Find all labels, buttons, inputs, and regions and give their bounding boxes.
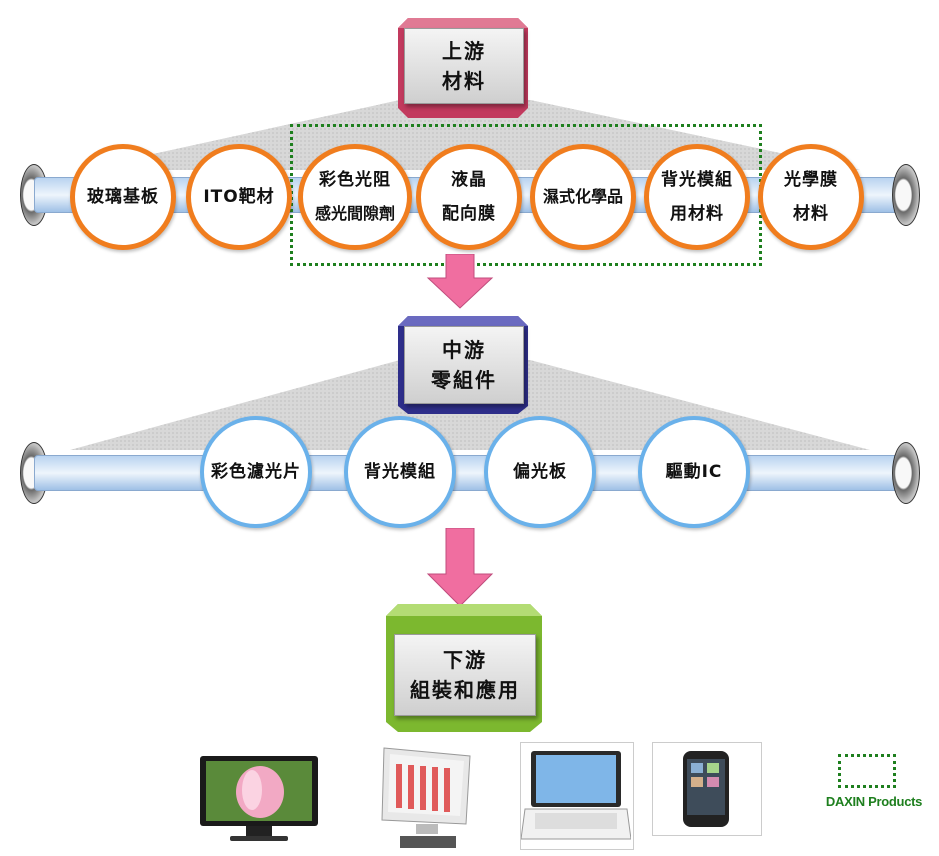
upstream-item-ito-target: ITO靶材 <box>186 144 292 250</box>
midstream-item-polarizer: 偏光板 <box>484 416 596 528</box>
legend-swatch <box>838 754 896 788</box>
upstream-item-wet-chemicals: 濕式化學品 <box>530 144 636 250</box>
downstream-label-line2: 組裝和應用 <box>410 678 520 702</box>
flow-arrow-upstream-to-midstream <box>426 254 494 309</box>
desktop-monitor-icon <box>370 742 480 852</box>
upstream-item-optical-film: 光學膜 材料 <box>758 144 864 250</box>
upstream-item-color-photoresist: 彩色光阻 感光間隙劑 <box>298 144 412 250</box>
upstream-bar-right-cap <box>892 164 920 226</box>
upstream-item-backlight-materials: 背光模組 用材料 <box>644 144 750 250</box>
midstream-label-line1: 中游 <box>442 338 486 362</box>
upstream-fan <box>80 100 860 170</box>
upstream-label: 上游 材料 <box>404 28 524 104</box>
downstream-label: 下游 組裝和應用 <box>394 634 536 716</box>
legend-label: DAXIN Products <box>825 794 923 809</box>
midstream-bar-right-cap <box>892 442 920 504</box>
midstream-item-color-filter: 彩色濾光片 <box>200 416 312 528</box>
upstream-label-line2: 材料 <box>442 69 486 93</box>
midstream-item-backlight-module: 背光模組 <box>344 416 456 528</box>
midstream-item-driver-ic: 驅動IC <box>638 416 750 528</box>
upstream-item-liquid-crystal: 液晶 配向膜 <box>416 144 522 250</box>
smartphone-icon <box>652 742 762 836</box>
tv-icon <box>190 750 328 846</box>
upstream-item-glass-substrate: 玻璃基板 <box>70 144 176 250</box>
downstream-label-line1: 下游 <box>443 648 487 672</box>
laptop-icon <box>520 742 634 850</box>
midstream-label: 中游 零組件 <box>404 326 524 404</box>
flow-arrow-midstream-to-downstream <box>426 528 494 607</box>
midstream-label-line2: 零組件 <box>431 368 497 392</box>
upstream-label-line1: 上游 <box>442 39 486 63</box>
midstream-bar <box>34 455 908 491</box>
